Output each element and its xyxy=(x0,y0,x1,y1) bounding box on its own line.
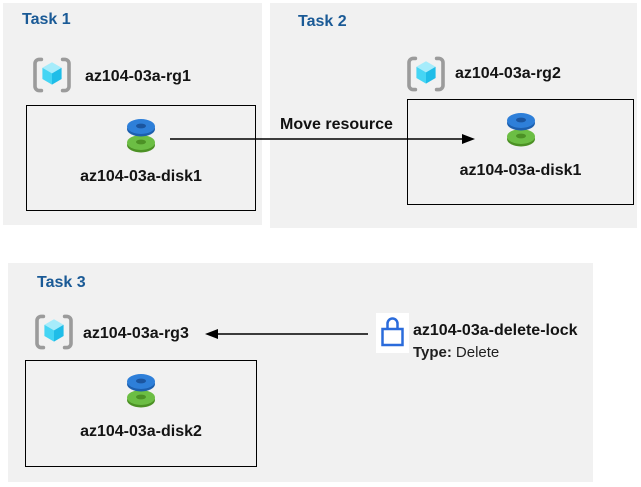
task3-resource-box: az104-03a-disk2 xyxy=(25,360,257,467)
task3-resource-group-label: az104-03a-rg3 xyxy=(83,325,189,342)
task3-title: Task 3 xyxy=(37,274,86,291)
task1-title: Task 1 xyxy=(22,11,71,28)
lock-name-label: az104-03a-delete-lock xyxy=(413,322,578,339)
task2-disk-label: az104-03a-disk1 xyxy=(459,162,582,179)
move-resource-label: Move resource xyxy=(280,116,393,133)
arrow-left-icon xyxy=(203,327,368,346)
lock-type-key: Type: xyxy=(413,344,452,361)
lock-type-value: Delete xyxy=(455,344,500,361)
lock-icon xyxy=(379,314,406,353)
resource-group-icon xyxy=(31,55,73,100)
task3-panel: Task 3 az104-03a-rg3 xyxy=(8,263,593,482)
lock-chip xyxy=(376,313,409,353)
lock-type-label: Type:Delete xyxy=(413,343,603,363)
task2-resource-group-label: az104-03a-rg2 xyxy=(455,65,561,82)
resource-group-icon xyxy=(405,54,447,99)
task1-resource-group-label: az104-03a-rg1 xyxy=(85,68,191,85)
task2-resource-box: az104-03a-disk1 xyxy=(407,99,634,205)
task2-title: Task 2 xyxy=(298,13,347,30)
disk-icon xyxy=(499,109,543,154)
task3-disk-label: az104-03a-disk2 xyxy=(80,423,202,440)
task1-resource-box: az104-03a-disk1 xyxy=(26,105,256,211)
arrow-right-icon xyxy=(170,132,476,151)
task1-disk-label: az104-03a-disk1 xyxy=(80,168,202,185)
task2-panel: Task 2 az104-03a-rg2 xyxy=(270,3,637,228)
disk-icon xyxy=(119,115,163,160)
resource-group-icon xyxy=(33,312,75,357)
task1-panel: Task 1 az104-03a-rg1 xyxy=(3,3,262,225)
lock-text-block: az104-03a-delete-lock Type:Delete xyxy=(413,321,603,363)
disk-icon xyxy=(119,370,163,415)
